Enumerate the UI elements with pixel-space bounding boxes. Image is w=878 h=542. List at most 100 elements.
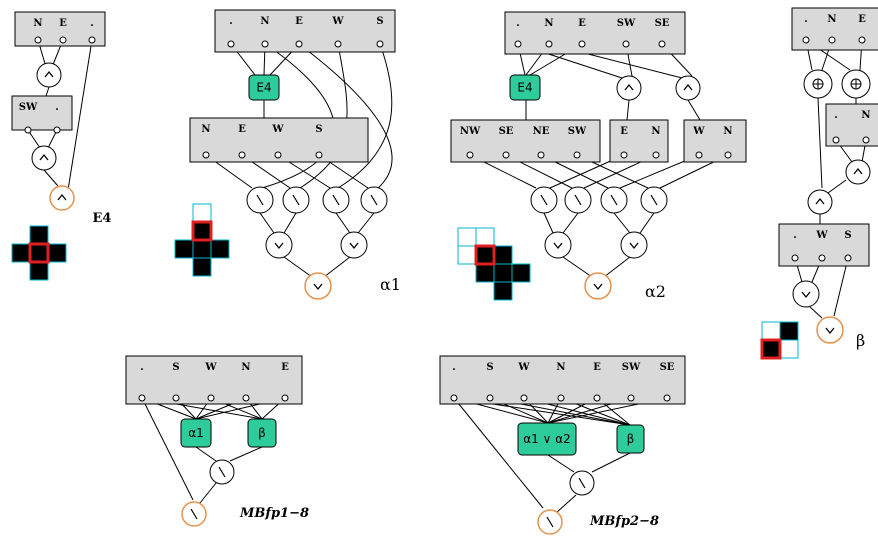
grid-cell-center xyxy=(474,244,496,266)
terminal xyxy=(202,151,210,159)
box-label: S xyxy=(486,362,493,373)
terminal xyxy=(24,126,32,134)
grid-cell-center xyxy=(760,338,782,360)
wire xyxy=(195,446,217,462)
diff-symbol-icon xyxy=(650,194,658,206)
mbfp2-beta-module xyxy=(616,424,645,454)
box-label: E xyxy=(620,126,628,137)
and-symbol-icon xyxy=(39,153,49,161)
terminal xyxy=(828,36,836,44)
alpha2-box-c xyxy=(683,119,747,163)
terminal xyxy=(818,254,826,262)
terminal xyxy=(227,40,235,48)
terminal xyxy=(791,254,799,262)
grid-cell-empty xyxy=(192,203,212,223)
mbfp2-beta-module-label: β xyxy=(627,432,635,446)
wire xyxy=(613,212,631,234)
terminal xyxy=(88,36,96,44)
wire xyxy=(141,397,194,501)
box-label: SW xyxy=(19,102,38,113)
terminal xyxy=(620,151,628,159)
grid-cell xyxy=(174,239,194,259)
terminal xyxy=(724,151,732,159)
or-symbol-icon xyxy=(629,242,639,250)
alpha2-or-gate xyxy=(620,231,648,259)
and-symbol-icon xyxy=(44,70,54,78)
wire xyxy=(827,179,847,194)
terminal xyxy=(172,394,180,402)
wire xyxy=(43,169,59,187)
diff-symbol-icon xyxy=(218,466,226,478)
terminal xyxy=(663,394,671,402)
alpha2-e4-module-label: E4 xyxy=(517,81,532,95)
diff-symbol-icon xyxy=(256,194,264,206)
pixel-grids xyxy=(11,203,799,360)
box-label: N xyxy=(556,362,565,373)
grid-cell xyxy=(47,243,67,263)
terminal xyxy=(658,40,666,48)
box-label: S xyxy=(376,16,383,27)
terminal xyxy=(520,394,528,402)
grid-cell xyxy=(192,257,212,277)
mbfp2-alpha-module xyxy=(517,422,577,456)
box-label: E xyxy=(593,362,601,373)
diff-symbol-icon xyxy=(540,194,548,206)
diff-symbol-icon xyxy=(190,508,198,520)
and-symbol-icon xyxy=(624,83,634,91)
wire xyxy=(626,99,630,121)
terminal xyxy=(545,40,553,48)
terminal xyxy=(578,40,586,48)
wire xyxy=(299,43,348,189)
and-symbol-icon xyxy=(683,83,693,91)
terminal xyxy=(281,394,289,402)
grid-cell xyxy=(29,261,49,281)
beta-output xyxy=(816,316,844,344)
beta-or-gate xyxy=(792,280,820,308)
box-label: SW xyxy=(568,126,587,137)
grid-cell xyxy=(192,239,212,259)
grid-cell xyxy=(475,263,495,283)
and-symbol-icon xyxy=(815,197,825,205)
box-label: . xyxy=(229,16,232,27)
alpha1-output xyxy=(304,272,332,300)
box-label: S xyxy=(844,230,851,241)
wire xyxy=(639,212,655,234)
box-label: W xyxy=(692,126,705,137)
wire xyxy=(562,256,593,278)
terminal xyxy=(502,151,510,159)
diff-symbol-icon xyxy=(546,516,554,528)
wire xyxy=(687,99,701,121)
wire xyxy=(261,43,335,189)
terminal xyxy=(514,40,522,48)
box-label: . xyxy=(452,362,455,373)
diff-symbol-icon xyxy=(370,194,378,206)
mbfp1-top-box xyxy=(125,355,303,405)
wire xyxy=(562,212,579,234)
terminal xyxy=(376,40,384,48)
alpha1-top-box xyxy=(214,9,396,53)
box-label: N xyxy=(827,14,836,25)
box-label: E xyxy=(295,16,303,27)
diff-symbol-icon xyxy=(332,194,340,206)
diff-symbol-icon xyxy=(574,194,582,206)
box-label: SW xyxy=(622,362,641,373)
box-label: NE xyxy=(533,126,550,137)
grid-cell-center xyxy=(191,220,213,242)
or-symbol-icon xyxy=(349,242,359,250)
terminal xyxy=(466,151,474,159)
terminal xyxy=(295,40,303,48)
wire xyxy=(543,212,554,234)
wire xyxy=(817,97,823,189)
wire xyxy=(603,256,631,278)
box-label: E xyxy=(238,124,246,135)
box-label: SW xyxy=(617,18,636,29)
box-label: SE xyxy=(655,18,670,29)
terminal xyxy=(802,36,810,44)
grid-cell-empty xyxy=(457,227,477,247)
terminal xyxy=(450,394,458,402)
grid-cell xyxy=(779,321,799,341)
terminal xyxy=(34,36,42,44)
wire xyxy=(591,452,631,473)
terminal xyxy=(695,151,703,159)
terminal xyxy=(315,151,323,159)
